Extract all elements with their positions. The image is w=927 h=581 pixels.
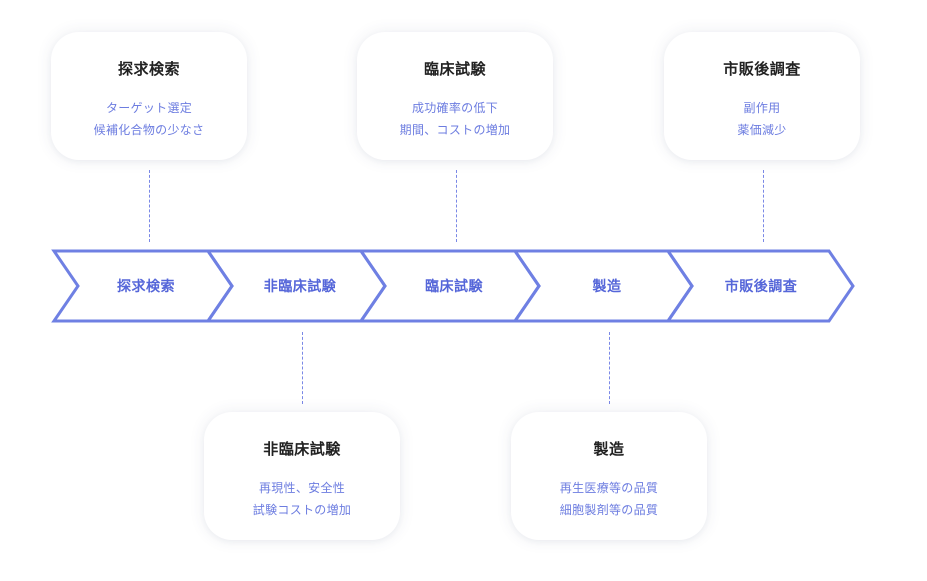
- stage-label-discovery: 探求検索: [117, 278, 175, 295]
- card-manufacturing: 製造 再生医療等の品質 細胞製剤等の品質: [511, 412, 707, 540]
- connector-line-clinical: [456, 170, 457, 242]
- card-issue: 試験コストの増加: [252, 503, 352, 517]
- card-title: 探求検索: [117, 60, 180, 78]
- card-issue: 再現性、安全性: [258, 481, 346, 495]
- connector-line-post-marketing: [763, 170, 764, 242]
- stage-label-post-marketing: 市販後調査: [725, 278, 798, 295]
- card-issue: 成功確率の低下: [411, 101, 499, 115]
- card-title: 臨床試験: [423, 60, 486, 78]
- connector-line-nonclinical: [302, 332, 303, 404]
- connector-line-manufacturing: [609, 332, 610, 404]
- stage-chevron: [665, 249, 855, 323]
- card-clinical-trial: 臨床試験 成功確率の低下 期間、コストの増加: [357, 32, 553, 160]
- card-discovery: 探求検索 ターゲット選定 候補化合物の少なさ: [51, 32, 247, 160]
- card-title: 非臨床試験: [263, 440, 341, 458]
- stage-label-manufacturing: 製造: [592, 278, 622, 295]
- card-post-marketing: 市販後調査 副作用 薬価減少: [664, 32, 860, 160]
- card-issue: 候補化合物の少なさ: [93, 123, 205, 137]
- stage-label-nonclinical: 非臨床試験: [264, 278, 337, 295]
- card-issue: 再生医療等の品質: [559, 481, 659, 495]
- card-issue: ターゲット選定: [105, 101, 193, 115]
- card-issue: 副作用: [743, 101, 781, 115]
- card-issue: 細胞製剤等の品質: [559, 503, 659, 517]
- card-nonclinical-trial: 非臨床試験 再現性、安全性 試験コストの増加: [204, 412, 400, 540]
- card-issue: 薬価減少: [737, 123, 787, 137]
- card-title: 市販後調査: [723, 60, 801, 78]
- stage-label-clinical: 臨床試験: [425, 278, 483, 295]
- card-issue: 期間、コストの増加: [399, 123, 511, 137]
- card-title: 製造: [593, 440, 625, 458]
- connector-line-discovery: [149, 170, 150, 242]
